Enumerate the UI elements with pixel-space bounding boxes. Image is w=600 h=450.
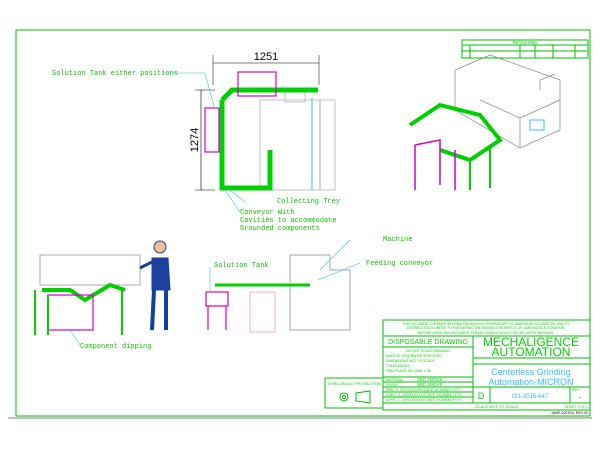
svg-text:MECHALIGENCE: MECHALIGENCE: [483, 335, 579, 349]
svg-text:DISTRIBUTION IS LIMITED TO FUR: DISTRIBUTION IS LIMITED TO FURTHERING TH…: [407, 326, 565, 330]
svg-text:-: -: [579, 395, 582, 402]
svg-text:Centerless Grinding: Centerless Grinding: [491, 367, 571, 377]
svg-text:DIMENSIONS NOT TO SCALE: DIMENSIONS NOT TO SCALE: [386, 359, 435, 363]
height-dimension: 1274: [189, 128, 201, 152]
leader-lines: [69, 72, 361, 346]
side-view-machine: [205, 254, 351, 333]
svg-text:APPR. X. XXXXXXXXXX DATE XX-MM: APPR. X. XXXXXXXXXX DATE XX-MMM-YYYY: [386, 398, 462, 402]
svg-text:CHKD. X. XXXXXXXXXX DATE XX-MM: CHKD. X. XXXXXXXXXX DATE XX-MMM-YYYY: [386, 393, 462, 397]
svg-text:Automation-MICRON: Automation-MICRON: [488, 377, 573, 387]
label-machine: Machine: [383, 236, 412, 244]
human-figure: [139, 240, 171, 331]
label-collecting-tray: Collecting Trey: [277, 198, 340, 206]
isometric-view: [408, 54, 561, 190]
title-block: THIS DOCUMENT CONTAINS INFORMATION WHICH…: [382, 319, 591, 415]
label-solution-tank: Solution Tank: [214, 262, 269, 270]
svg-text:BEFORE USING THIS DOCUMENT, PL: BEFORE USING THIS DOCUMENT, PLEASE CONSU…: [418, 331, 554, 335]
third-angle-projection: THIRD ANGLE PROJECTION: [324, 377, 384, 409]
svg-text:DO NOT SCALE DRAWING: DO NOT SCALE DRAWING: [406, 349, 450, 353]
svg-text:IS1-2015-647: IS1-2015-647: [512, 394, 549, 400]
width-dimension: 1251: [254, 51, 278, 63]
svg-text:DRN. X. XXXXXXXXXX DATE XX-MMM: DRN. X. XXXXXXXXXX DATE XX-MMM-YYYY: [386, 388, 460, 392]
top-view: 1251 1274: [189, 51, 336, 191]
revisions-title: REVISIONS: [513, 40, 538, 45]
svg-text:AUTOMATION: AUTOMATION: [492, 345, 571, 359]
svg-text:MATERIAL:: MATERIAL:: [386, 378, 404, 382]
svg-text:FINISH:: FINISH:: [386, 383, 398, 387]
svg-text:THIRD ANGLE PROJECTION: THIRD ANGLE PROJECTION: [327, 381, 381, 386]
label-conveyor-2: Cavities to accommodate: [240, 217, 337, 225]
label-solution-tank-positions: Solution Tank either positions: [52, 70, 178, 78]
svg-text:THIS DOCUMENT CONTAINS INFORMA: THIS DOCUMENT CONTAINS INFORMATION WHICH…: [402, 322, 569, 326]
svg-text:SEE ABOVE: SEE ABOVE: [417, 382, 443, 387]
svg-text:SHEET 1 OF 1: SHEET 1 OF 1: [565, 405, 588, 409]
svg-text:SCALE NOT TO SCALE: SCALE NOT TO SCALE: [475, 404, 519, 409]
label-conveyor-1: Conveyor With: [240, 209, 295, 217]
label-component-dipping: Component dipping: [80, 343, 151, 351]
svg-text:UNLESS OTHERWISE SPECIFIED,: UNLESS OTHERWISE SPECIFIED,: [386, 354, 443, 358]
drawing-border: [15, 29, 591, 417]
svg-text:JAME-0037EA, REV 02: JAME-0037EA, REV 02: [551, 411, 588, 415]
revisions-table: REVISIONS: [461, 39, 589, 59]
label-feeding-conveyor: Feeding conveyor: [366, 260, 433, 268]
label-conveyor-3: Grounded components: [240, 225, 320, 233]
svg-text:D: D: [478, 391, 485, 401]
side-view-dipping: [34, 240, 171, 335]
svg-text:SEE ABOVE: SEE ABOVE: [417, 377, 443, 382]
svg-text:REV: REV: [572, 388, 580, 392]
svg-text:DISPOSABLE DRAWING: DISPOSABLE DRAWING: [388, 339, 468, 346]
svg-text:TWO PLACE DECIMAL ±.06: TWO PLACE DECIMAL ±.06: [386, 369, 431, 373]
svg-text:TOLERANCES:: TOLERANCES:: [386, 364, 411, 368]
